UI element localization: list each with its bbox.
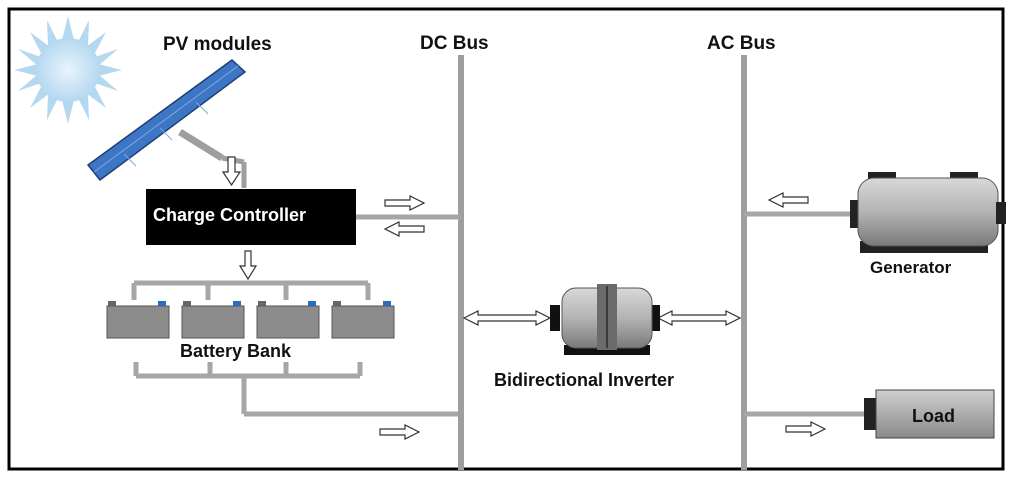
battery-bottom-bus: [133, 362, 461, 417]
sun-icon: [14, 16, 122, 124]
bidirectional-inverter-label: Bidirectional Inverter: [494, 370, 675, 390]
charge-controller-label: Charge Controller: [153, 205, 307, 225]
arrow-icon: [462, 310, 552, 326]
charge-controller-box: [146, 189, 356, 245]
load-label: Load: [912, 406, 955, 426]
pv-panel-icon: [86, 59, 247, 188]
diagram-border: [7, 7, 1005, 471]
battery-icon: [256, 301, 320, 339]
arrow-icon: [379, 424, 421, 440]
inverter-icon: [550, 284, 660, 355]
arrow-icon: [656, 310, 742, 326]
arrow-icon: [767, 192, 809, 208]
generator-label: Generator: [870, 258, 952, 277]
arrow-icon: [221, 156, 242, 187]
arrow-icon: [238, 250, 258, 281]
ac-bus-label: AC Bus: [707, 33, 776, 54]
battery-bank-label: Battery Bank: [180, 341, 292, 361]
arrow-icon: [384, 195, 426, 211]
dc-bus-label: DC Bus: [420, 33, 489, 54]
battery-top-bus: [131, 280, 371, 300]
arrow-icon: [383, 221, 425, 237]
battery-icon: [331, 301, 395, 339]
arrow-icon: [785, 421, 827, 437]
load-box-icon: [864, 389, 995, 439]
battery-icon: [181, 301, 245, 339]
battery-icon: [106, 301, 170, 339]
pv-modules-label: PV modules: [163, 34, 272, 55]
generator-icon: [850, 172, 1006, 253]
